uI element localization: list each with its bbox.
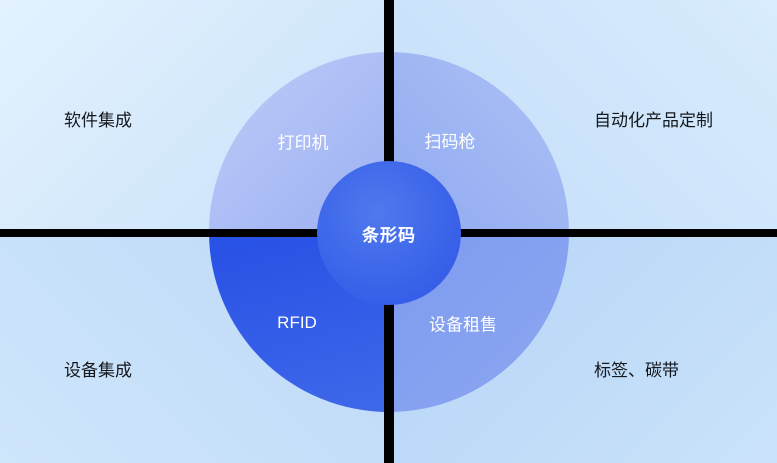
outer-ring-circle xyxy=(209,52,569,412)
center-label: 条形码 xyxy=(362,225,416,245)
ring-label-equipment-rental: 设备租售 xyxy=(429,315,497,335)
corner-label-software-integration: 软件集成 xyxy=(64,111,132,130)
ring-label-scanner: 扫码枪 xyxy=(424,132,476,152)
ring-label-printer: 打印机 xyxy=(277,133,329,153)
ring-label-rfid: RFID xyxy=(277,313,317,332)
corner-label-labels-ribbons: 标签、碳带 xyxy=(594,361,679,380)
center-circle: 条形码 xyxy=(317,161,461,305)
corner-label-automation-customization: 自动化产品定制 xyxy=(594,111,713,130)
corner-label-equipment-integration: 设备集成 xyxy=(64,361,132,380)
